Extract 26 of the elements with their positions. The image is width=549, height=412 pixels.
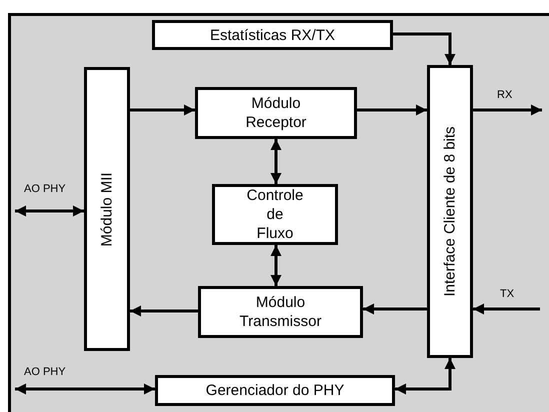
arrow xyxy=(473,304,540,314)
module-box xyxy=(155,375,395,406)
arrow xyxy=(130,306,198,316)
module-label: Controle de Fluxo xyxy=(246,186,304,243)
module-box xyxy=(198,286,363,338)
arrow xyxy=(395,358,456,394)
module-label: Estatísticas RX/TX xyxy=(208,26,336,44)
arrow xyxy=(393,32,456,65)
module-label: Módulo Receptor xyxy=(244,94,308,132)
arrow xyxy=(270,139,282,184)
arrow xyxy=(15,206,84,216)
module-label: Gerenciador do PHY xyxy=(204,381,346,400)
arrow xyxy=(130,104,195,116)
module-label: Módulo MII xyxy=(100,172,114,246)
arrow xyxy=(15,384,155,394)
arrow xyxy=(357,104,427,116)
vertical-module-box xyxy=(427,65,473,358)
arrow xyxy=(473,104,542,116)
module-box xyxy=(152,20,393,50)
arrow xyxy=(363,304,427,314)
arrow xyxy=(270,245,282,286)
module-label: Módulo Transmissor xyxy=(238,293,322,331)
vertical-module-box xyxy=(84,67,130,351)
module-box xyxy=(212,184,338,245)
module-label: Interface Cliente de 8 bits xyxy=(442,126,458,297)
module-box xyxy=(195,87,357,139)
